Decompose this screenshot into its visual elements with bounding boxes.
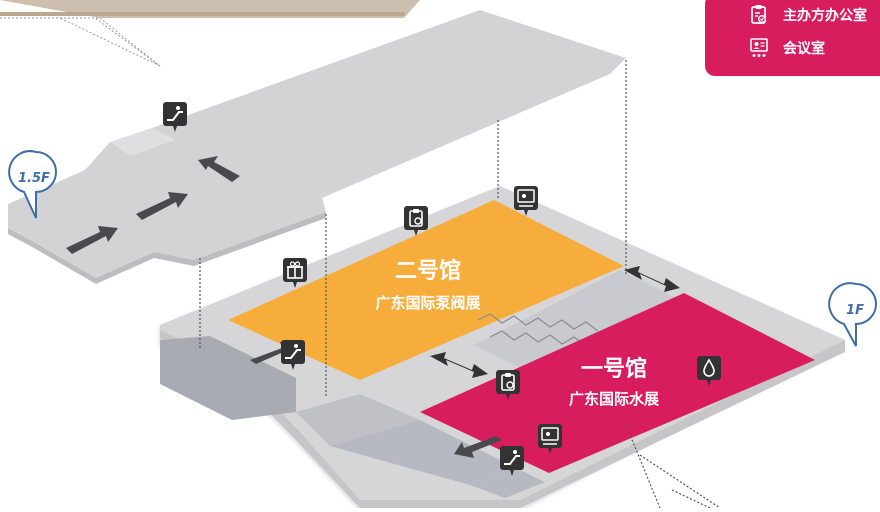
legend-item-meeting-room: 会议室 — [749, 37, 825, 59]
meeting-room-icon[interactable] — [538, 424, 562, 454]
double-arrows — [430, 266, 680, 378]
hall-2-name: 广东国际泵阀展 — [375, 294, 480, 312]
meeting-room-icon[interactable] — [514, 186, 538, 216]
clipboard-check-icon — [751, 5, 766, 24]
meeting-room-icon — [750, 38, 768, 57]
photo-callout — [0, 0, 420, 67]
hall-1-area[interactable] — [420, 293, 815, 473]
floor-label-1f: 1F — [846, 303, 864, 318]
floor-label-1-5f: 1.5F — [18, 171, 50, 186]
legend-label-meeting-room: 会议室 — [783, 41, 825, 57]
floor-pin-1f: 1F — [828, 282, 877, 347]
hall-1-name: 广东国际水展 — [569, 390, 659, 408]
upper-floor-plate — [8, 10, 626, 284]
escalator-icon[interactable] — [163, 102, 187, 132]
clipboard-check-icon[interactable] — [496, 370, 520, 400]
floor-connectors — [199, 60, 721, 509]
water-drop-icon[interactable] — [697, 356, 721, 386]
hall-2-number: 二号馆 — [395, 258, 461, 284]
gift-icon[interactable] — [283, 258, 307, 288]
escalator-icon[interactable] — [281, 340, 305, 370]
legend-panel: 主办方办公室 会议室 — [705, 0, 880, 76]
escalator-icon[interactable] — [500, 446, 524, 476]
floor-pin-1-5f: 1.5F — [8, 150, 57, 219]
clipboard-check-icon[interactable] — [404, 206, 428, 236]
legend-item-organizer-office: 主办方办公室 — [749, 4, 867, 26]
direction-arrows-upper — [66, 156, 240, 254]
legend-label-organizer-office: 主办方办公室 — [783, 8, 867, 24]
hall-1-number: 一号馆 — [581, 356, 647, 382]
hall-2-area[interactable] — [228, 200, 624, 380]
